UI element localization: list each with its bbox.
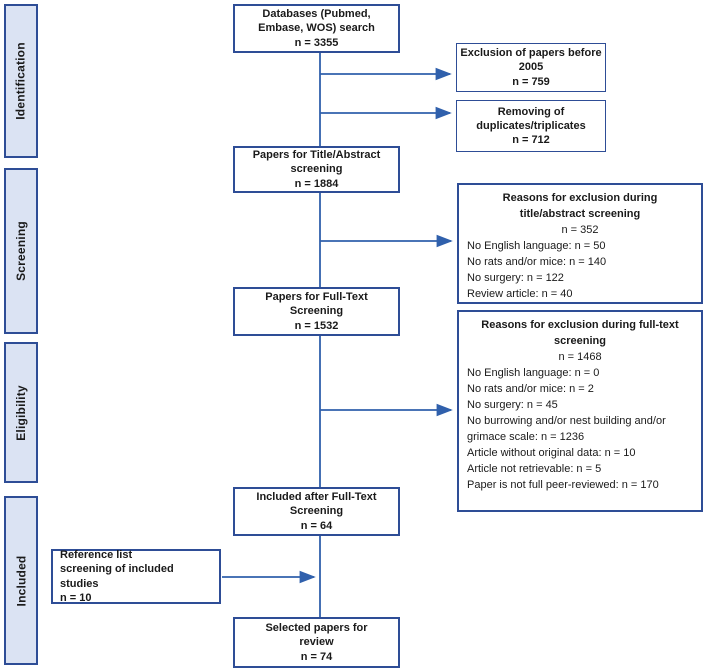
- box-excl-2005-count: n = 759: [512, 75, 550, 88]
- box-excl-2005-text: Exclusion of papers before 2005: [460, 47, 602, 74]
- box-removing-duplicates: Removing of duplicates/triplicates n = 7…: [456, 100, 606, 152]
- reasons-ft-count: n = 1468: [558, 351, 602, 364]
- box-exclusion-before-2005: Exclusion of papers before 2005 n = 759: [456, 43, 606, 92]
- reasons-ta-item: No surgery: n = 122: [467, 272, 564, 285]
- box-reasons-title-abstract: Reasons for exclusion during title/abstr…: [457, 183, 703, 304]
- reasons-ta-item: No English language: n = 50: [467, 240, 606, 253]
- box-duplicates-text: Removing of duplicates/triplicates: [476, 105, 586, 132]
- stage-included-label: Included: [14, 555, 28, 606]
- box-databases-count: n = 3355: [294, 36, 339, 49]
- box-reference-count: n = 10: [60, 591, 92, 604]
- reasons-ft-item: Paper is not full peer-reviewed: n = 170: [467, 479, 659, 492]
- stage-identification: Identification: [4, 4, 38, 158]
- reasons-ft-title: Reasons for exclusion during full-text s…: [481, 319, 679, 348]
- stage-included: Included: [4, 496, 38, 665]
- box-databases-search: Databases (Pubmed, Embase, WOS) search n…: [233, 4, 400, 53]
- box-duplicates-count: n = 712: [512, 134, 550, 147]
- box-included-after-full-text: Included after Full-Text Screening n = 6…: [233, 487, 400, 536]
- box-included-ft-count: n = 64: [300, 519, 333, 532]
- stage-screening-label: Screening: [14, 221, 29, 281]
- box-selected-text: Selected papers for review: [265, 622, 368, 649]
- box-title-abstract-text: Papers for Title/Abstract screening: [252, 149, 381, 176]
- reasons-ft-item: No surgery: n = 45: [467, 399, 558, 412]
- reasons-ta-count: n = 352: [561, 224, 599, 237]
- stage-eligibility-label: Eligibility: [14, 384, 29, 441]
- reasons-ft-item: Article not retrievable: n = 5: [467, 463, 602, 476]
- reasons-ta-item: No rats and/or mice: n = 140: [467, 256, 607, 269]
- reasons-ta-title: Reasons for exclusion during title/abstr…: [502, 192, 658, 221]
- box-selected-papers: Selected papers for review n = 74: [233, 617, 400, 668]
- reasons-ft-item: No English language: n = 0: [467, 367, 600, 380]
- box-title-abstract-screening: Papers for Title/Abstract screening n = …: [233, 146, 400, 193]
- box-databases-text: Databases (Pubmed, Embase, WOS) search: [258, 8, 375, 35]
- box-included-ft-text: Included after Full-Text Screening: [256, 491, 377, 518]
- box-full-text-text: Papers for Full-Text Screening: [265, 291, 368, 318]
- box-reference-text: Reference list screening of included stu…: [60, 548, 174, 590]
- stage-screening: Screening: [4, 168, 38, 334]
- box-full-text-count: n = 1532: [294, 319, 339, 332]
- reasons-ta-item: Review article: n = 40: [467, 288, 573, 301]
- stage-eligibility: Eligibility: [4, 342, 38, 483]
- box-full-text-screening: Papers for Full-Text Screening n = 1532: [233, 287, 400, 336]
- box-selected-count: n = 74: [300, 650, 333, 663]
- reasons-ft-item: Article without original data: n = 10: [467, 447, 636, 460]
- stage-identification-label: Identification: [14, 42, 28, 120]
- reasons-ft-item: No burrowing and/or nest building and/or…: [467, 415, 666, 444]
- box-reference-list-screening: Reference list screening of included stu…: [51, 549, 221, 604]
- box-title-abstract-count: n = 1884: [294, 177, 339, 190]
- box-reasons-full-text: Reasons for exclusion during full-text s…: [457, 310, 703, 512]
- reasons-ft-item: No rats and/or mice: n = 2: [467, 383, 594, 396]
